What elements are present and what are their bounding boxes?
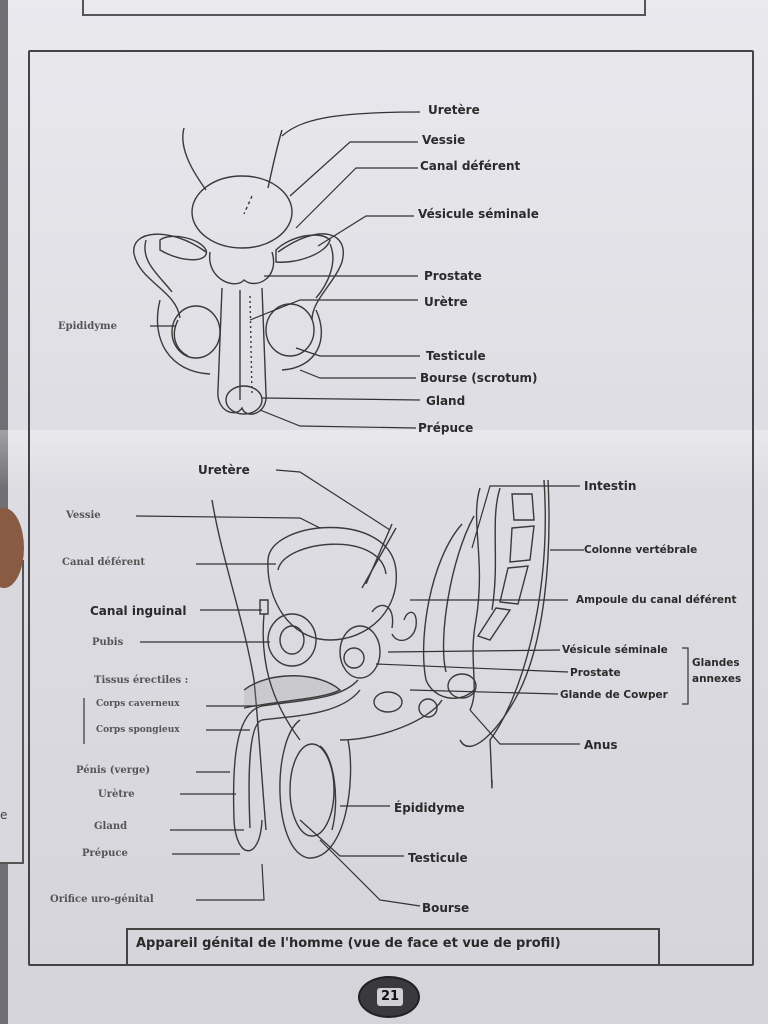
page-number: 21 — [377, 988, 403, 1006]
label-vessie-front: Vessie — [422, 133, 466, 147]
side-view-drawing — [211, 479, 550, 859]
figure-caption: Appareil génital de l'homme (vue de face… — [136, 936, 561, 951]
label-glandes-annexes: Glandes annexes — [692, 657, 742, 686]
front-view-leader-lines — [150, 111, 421, 429]
figure-frame — [28, 50, 754, 966]
front-view-drawing — [133, 127, 344, 415]
label-corps-spongieux: Corps spongieux — [96, 725, 180, 735]
label-colonne-vertebrale: Colonne vertébrale — [584, 544, 698, 556]
label-vessie-side: Vessie — [66, 510, 101, 521]
page-number-badge: 21 — [358, 976, 420, 1018]
label-bourse-side: Bourse — [422, 901, 470, 915]
label-orifice-uro-genital: Orifice uro-génital — [50, 894, 154, 905]
label-uretere-side: Uretère — [198, 463, 250, 477]
label-pubis: Pubis — [92, 637, 124, 648]
label-vesicule-seminale-side: Vésicule séminale — [562, 644, 668, 656]
label-gland-front: Gland — [426, 394, 466, 408]
label-uretere-front: Uretère — [428, 103, 480, 117]
label-canal-deferent-front: Canal déférent — [420, 159, 521, 173]
previous-figure-box — [82, 0, 646, 16]
label-prostate-front: Prostate — [424, 269, 482, 283]
caption-box — [126, 928, 660, 964]
paper-fold — [0, 430, 768, 490]
label-intestin: Intestin — [584, 479, 637, 493]
label-prepuce-front: Prépuce — [418, 421, 474, 435]
label-ampoule-canal-deferent: Ampoule du canal déférent — [576, 594, 737, 606]
label-bourse-front: Bourse (scrotum) — [420, 371, 538, 385]
label-penis: Pénis (verge) — [76, 765, 151, 776]
edge-mark-text: e — [0, 808, 8, 822]
side-view-leader-lines — [83, 469, 689, 907]
label-canal-inguinal: Canal inguinal — [90, 604, 187, 618]
label-glande-de-cowper: Glande de Cowper — [560, 689, 668, 701]
label-testicule-front: Testicule — [426, 349, 486, 363]
label-uretre-side: Urètre — [98, 789, 135, 800]
label-gland-side: Gland — [94, 821, 128, 832]
label-vesicule-seminale-front: Vésicule séminale — [418, 207, 539, 221]
label-corps-caverneux: Corps caverneux — [96, 699, 180, 709]
label-epididyme-side: Épididyme — [394, 801, 465, 815]
label-anus: Anus — [584, 738, 618, 752]
label-canal-deferent-side: Canal déférent — [62, 557, 146, 568]
label-tissus-erectiles: Tissus érectiles : — [94, 675, 189, 686]
label-testicule-side: Testicule — [408, 851, 468, 865]
label-epididyme-front: Epididyme — [58, 321, 117, 332]
label-prepuce-side: Prépuce — [82, 848, 128, 859]
label-prostate-side: Prostate — [570, 667, 621, 679]
label-uretre-front: Urètre — [424, 295, 468, 309]
paper-sheet — [8, 0, 768, 1024]
